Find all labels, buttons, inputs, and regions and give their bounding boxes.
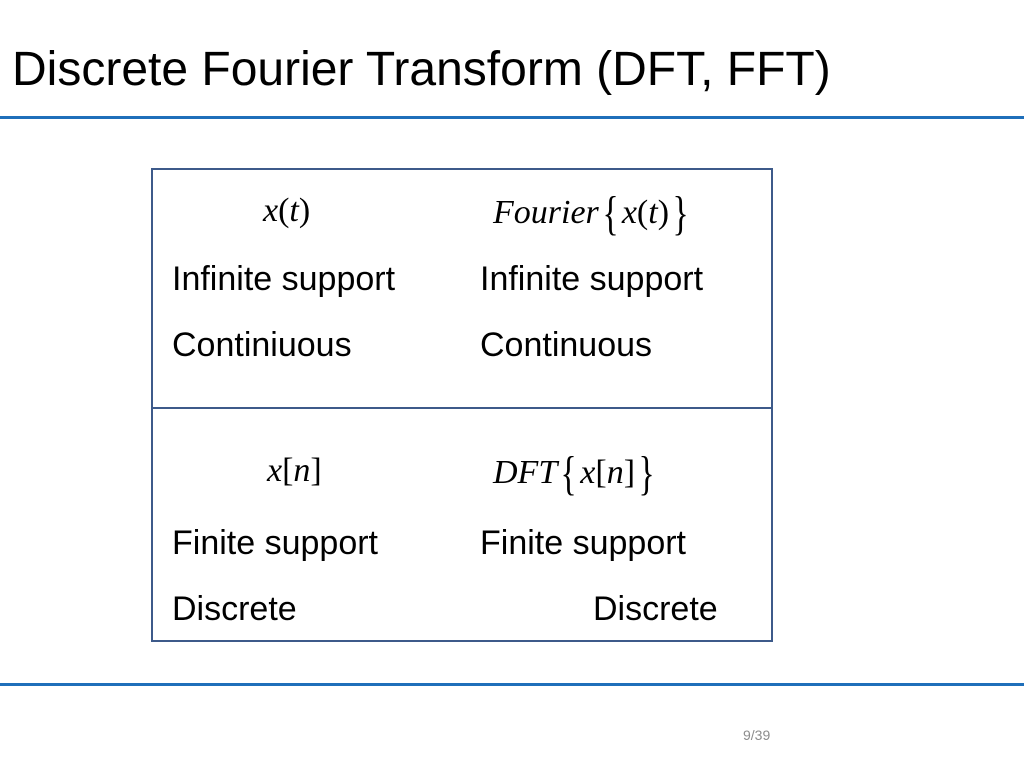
expr-close: ] bbox=[623, 454, 636, 491]
discrete-left-nature: Discrete bbox=[172, 590, 297, 628]
page-number: 9/39 bbox=[743, 727, 771, 743]
title-rule bbox=[0, 116, 1024, 119]
footer-rule bbox=[0, 683, 1024, 686]
discrete-left-support: Finite support bbox=[172, 524, 378, 562]
expr-close: ) bbox=[657, 194, 670, 231]
continuous-left-support: Infinite support bbox=[172, 260, 396, 298]
expr-close: ] bbox=[310, 452, 322, 489]
discrete-signal-expression: x[n] bbox=[267, 454, 322, 488]
continuous-transform-expression: Fourier{x(t)} bbox=[493, 190, 692, 238]
expr-var: t bbox=[648, 194, 658, 231]
expr-operator: DFT bbox=[493, 454, 558, 491]
discrete-right-nature: Discrete bbox=[593, 590, 718, 628]
expr-var: t bbox=[289, 192, 299, 229]
expr-open: ( bbox=[278, 192, 290, 229]
continuous-right-nature: Continuous bbox=[480, 326, 653, 364]
expr-var: n bbox=[606, 454, 624, 491]
expr-brace-open: { bbox=[560, 447, 577, 500]
expr-func: x bbox=[267, 452, 283, 489]
continuous-left-nature: Continiuous bbox=[172, 326, 352, 364]
expr-open: [ bbox=[595, 454, 607, 491]
expr-open: [ bbox=[282, 452, 294, 489]
expr-brace-close: } bbox=[638, 447, 655, 500]
expr-func: x bbox=[263, 192, 279, 229]
discrete-right-support: Finite support bbox=[480, 524, 686, 562]
expr-open: ( bbox=[636, 194, 649, 231]
expr-close: ) bbox=[298, 192, 311, 229]
slide-title: Discrete Fourier Transform (DFT, FFT) bbox=[12, 43, 831, 96]
continuous-signal-expression: x(t) bbox=[263, 194, 310, 228]
expr-operator: Fourier bbox=[493, 194, 599, 231]
expr-var: n bbox=[293, 452, 311, 489]
row-divider bbox=[153, 407, 771, 409]
expr-brace-open: { bbox=[602, 187, 619, 240]
continuous-right-support: Infinite support bbox=[480, 260, 704, 298]
fourier-comparison-table: x(t) Fourier{x(t)} Infinite support Cont… bbox=[151, 168, 773, 642]
expr-brace-close: } bbox=[672, 187, 689, 240]
expr-func: x bbox=[580, 454, 596, 491]
expr-func: x bbox=[621, 194, 637, 231]
discrete-transform-expression: DFT{x[n]} bbox=[493, 450, 658, 498]
